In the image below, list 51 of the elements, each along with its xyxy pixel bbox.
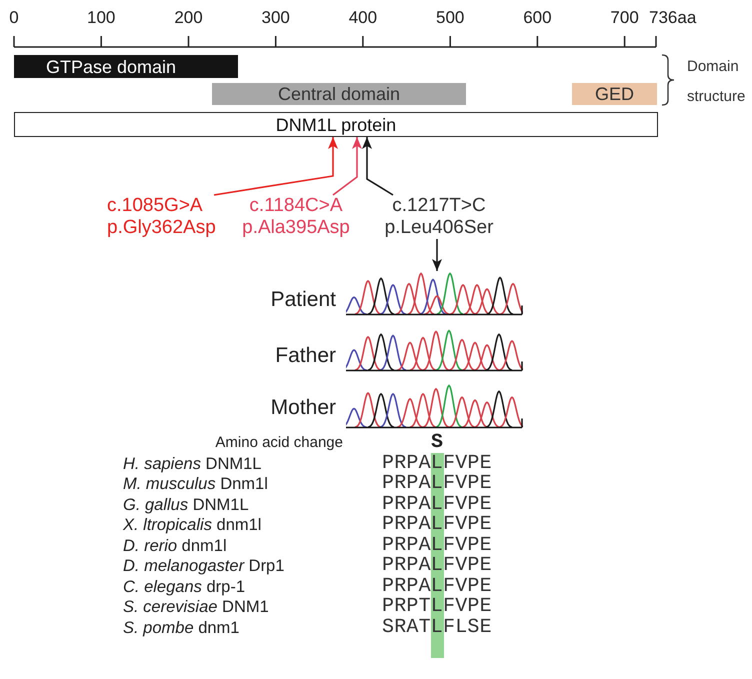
arrow — [362, 137, 394, 196]
tick-label: 400 — [348, 8, 378, 28]
mutation-label: c.1184C>A p.Ala395Asp — [242, 195, 350, 239]
species-name: S. pombe dnm1 — [123, 618, 240, 638]
domain-bar — [212, 83, 466, 105]
arrow — [214, 137, 338, 196]
protein-bar — [14, 112, 658, 137]
domain-bar — [14, 55, 238, 78]
residue-label: S — [431, 433, 443, 453]
sequence: PRPALFVPE — [382, 454, 492, 474]
species-name: X. ltropicalis dnm1l — [123, 515, 262, 535]
sample-label: Father — [275, 344, 336, 368]
chromatogram-trace — [346, 271, 523, 316]
sample-label: Patient — [270, 288, 336, 312]
tick-label: 100 — [87, 8, 116, 28]
sequence: PRPALFVPE — [382, 474, 492, 494]
bar-label: GED — [594, 84, 634, 104]
sequence: PRPTLFVPE — [382, 597, 492, 617]
species-name: H. sapiens DNM1L — [123, 454, 262, 474]
tick-label: 300 — [262, 8, 290, 28]
sequence: PRPALFVPE — [382, 576, 492, 596]
sequence: PRPALFVPE — [382, 556, 492, 576]
species-name: C. elegans drp-1 — [123, 576, 245, 596]
tick-label: 500 — [436, 8, 464, 28]
chromatogram-trace — [346, 383, 523, 429]
species-name: M. musculus Dnm1l — [123, 474, 268, 494]
tick-label: 700 — [610, 8, 639, 28]
arrow — [432, 239, 442, 271]
sample-label: Mother — [270, 396, 336, 420]
tick-label: 0 — [9, 8, 19, 28]
tick-label: 736aa — [649, 8, 696, 28]
sequence: PRPALFVPE — [382, 494, 492, 514]
brace-label: Domain structure — [687, 57, 746, 107]
tick-label: 600 — [523, 8, 552, 28]
species-name: D. rerio dnm1l — [123, 536, 227, 556]
sequence: PRPALFVPE — [382, 536, 492, 556]
species-name: S. cerevisiae DNM1 — [123, 597, 269, 617]
mutation-label: c.1217T>C p.Leu406Ser — [384, 195, 494, 239]
mutation-label: c.1085G>A p.Gly362Asp — [107, 195, 216, 239]
sequence: PRPALFVPE — [382, 515, 492, 535]
bar-label: GTPase domain — [46, 56, 176, 76]
bar-label: DNM1L protein — [276, 114, 396, 134]
species-name: G. gallus DNM1L — [123, 494, 249, 514]
tick-label: 200 — [174, 8, 203, 28]
bar-label: Central domain — [278, 84, 400, 104]
row-header: Amino acid change — [215, 433, 343, 453]
domain-bar — [572, 83, 657, 105]
chromatogram-trace — [346, 327, 523, 372]
sequence: SRATLFLSE — [382, 618, 492, 638]
arrow — [332, 137, 362, 196]
species-name: D. melanogaster Drp1 — [123, 556, 284, 576]
